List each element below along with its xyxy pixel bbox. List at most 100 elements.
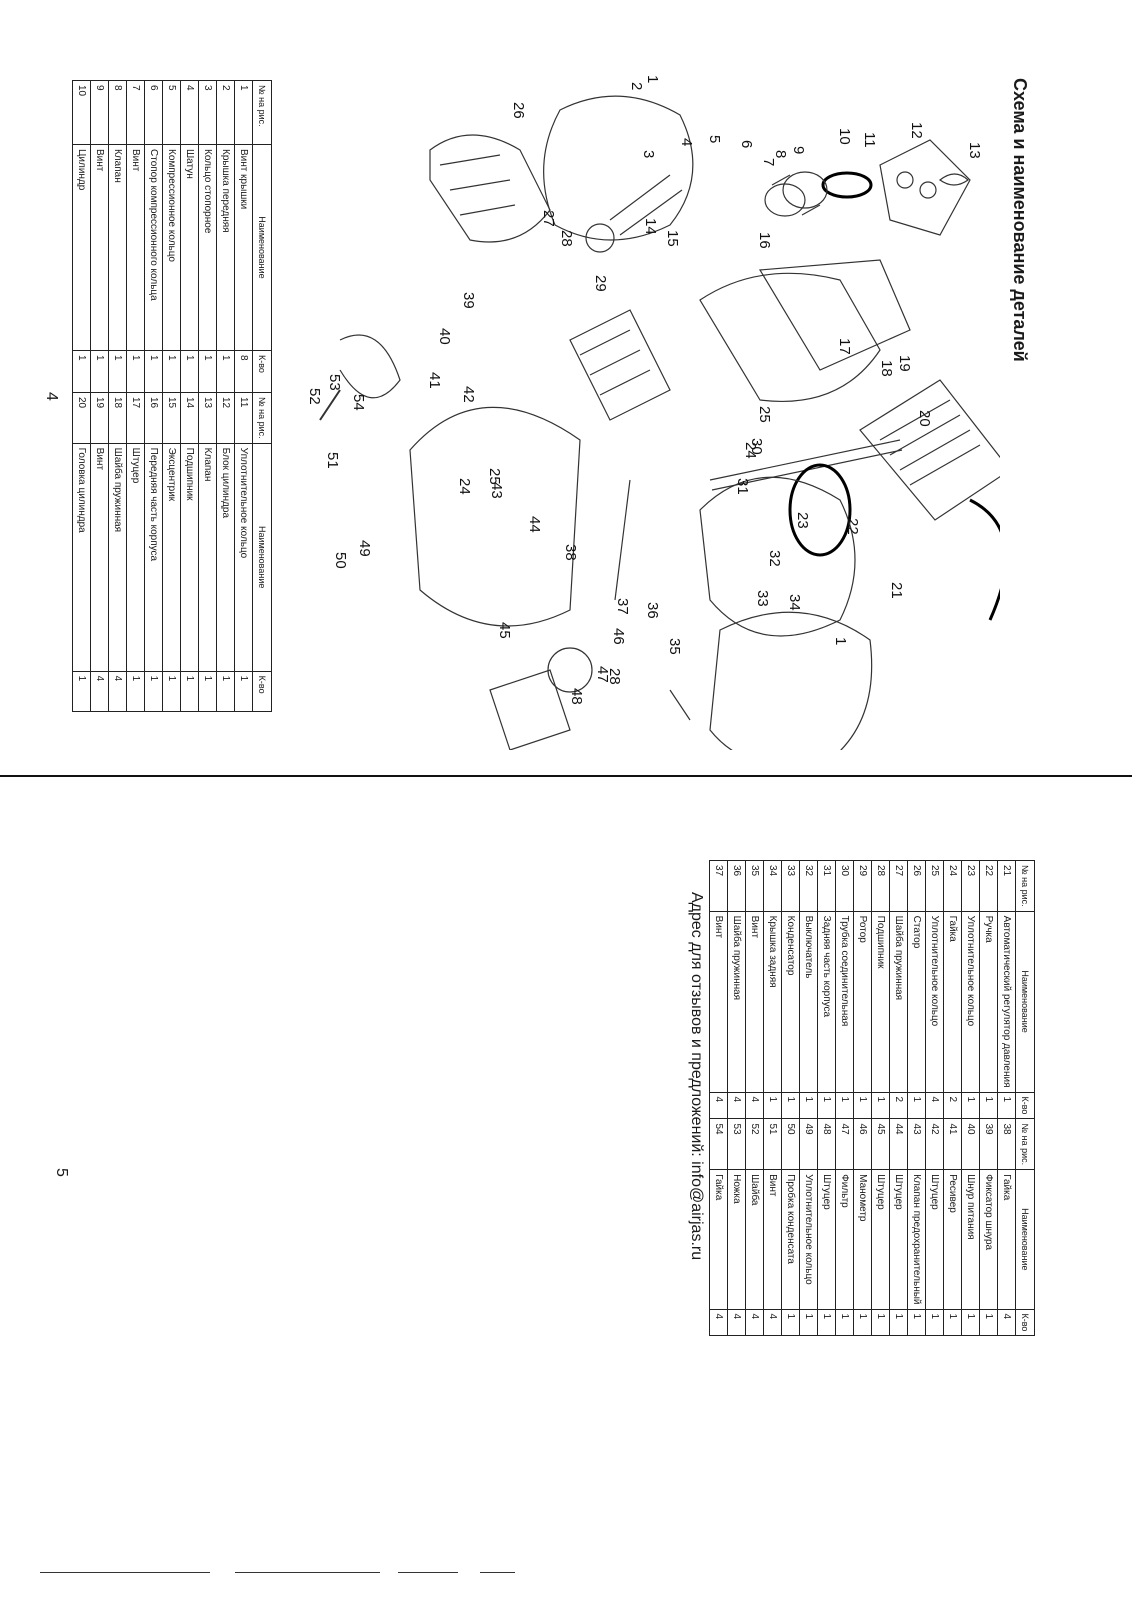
cell-num: 17 (126, 392, 145, 444)
cell-num: 40 (961, 1118, 980, 1170)
cell-name: Штуцер (871, 1169, 890, 1309)
callout-label: 22 (844, 518, 861, 535)
cell-name: Трубка соединительная (835, 911, 854, 1093)
cell-name: Гайка (709, 1169, 728, 1309)
cell-qty: 1 (781, 1309, 800, 1336)
callout-label: 28 (606, 668, 623, 685)
cell-num: 2 (216, 80, 235, 145)
cell-num: 35 (745, 860, 764, 912)
cell-name: Автоматический регулятор давления (997, 911, 1016, 1093)
callout-label: 25 (756, 406, 773, 423)
cell-num: 46 (853, 1118, 872, 1170)
cell-qty: 4 (709, 1309, 728, 1336)
cell-name: Винт (90, 144, 109, 351)
cell-num: 39 (979, 1118, 998, 1170)
valve-cap-shape (939, 173, 969, 186)
cell-name: Штуцер (925, 1169, 944, 1309)
callout-label: 19 (896, 355, 913, 372)
cell-num: 49 (799, 1118, 818, 1170)
cell-name: Крышка задняя (763, 911, 782, 1093)
cell-num: 10 (72, 80, 91, 145)
cell-qty: 1 (997, 1092, 1016, 1119)
callout-label: 31 (734, 478, 751, 495)
callout-label: 25 (486, 468, 503, 485)
cell-qty: 1 (126, 671, 145, 712)
callout-label: 53 (326, 374, 343, 391)
callout-label: 52 (306, 388, 323, 405)
callout-label: 12 (908, 122, 925, 139)
cell-qty: 1 (871, 1092, 890, 1119)
cell-qty: 2 (889, 1092, 908, 1119)
callout-label: 5 (706, 135, 723, 143)
cell-num: 4 (180, 80, 199, 145)
cell-qty: 4 (90, 671, 109, 712)
callout-label: 34 (786, 594, 803, 611)
cell-num: 22 (979, 860, 998, 912)
cell-name: Винт (763, 1169, 782, 1309)
cell-qty: 1 (234, 671, 253, 712)
cell-num: 7 (126, 80, 145, 145)
cell-qty: 4 (997, 1309, 1016, 1336)
cell-num: 15 (162, 392, 181, 444)
cell-name: Фильтр (835, 1169, 854, 1309)
cell-qty: 4 (108, 671, 127, 712)
callout-label: 30 (748, 438, 765, 455)
cell-name: Шайба пружинная (727, 911, 746, 1093)
cell-qty: 1 (799, 1092, 818, 1119)
cell-num: 32 (799, 860, 818, 912)
callout-label: 35 (666, 638, 683, 655)
cell-name: Винт (126, 144, 145, 351)
callout-label: 44 (526, 516, 543, 533)
cell-qty: 1 (889, 1309, 908, 1336)
cell-num: 28 (871, 860, 890, 912)
cell-qty: 4 (709, 1092, 728, 1119)
cell-name: Уплотнительное кольцо (925, 911, 944, 1093)
cell-num: 50 (781, 1118, 800, 1170)
column-header-name: Наименование (1015, 911, 1035, 1093)
cell-qty: 1 (108, 350, 127, 393)
cell-num: 44 (889, 1118, 908, 1170)
callout-label: 14 (642, 218, 659, 235)
cell-qty: 1 (925, 1309, 944, 1336)
cell-qty: 1 (961, 1092, 980, 1119)
cell-num: 53 (727, 1118, 746, 1170)
column-header-name: Наименование (252, 443, 272, 672)
cell-name: Клапан (108, 144, 127, 351)
cell-qty: 1 (979, 1092, 998, 1119)
cell-name: Задняя часть корпуса (817, 911, 836, 1093)
page-title: Схема и наименование деталей (1010, 78, 1030, 362)
bottom-rule (235, 1572, 380, 1573)
cell-name: Подшипник (180, 443, 199, 672)
cell-name: Кольцо стопорное (198, 144, 217, 351)
cell-qty: 2 (943, 1092, 962, 1119)
cell-name: Гайка (943, 911, 962, 1093)
callout-label: 36 (644, 602, 661, 619)
cell-name: Шайба (745, 1169, 764, 1309)
callout-label: 47 (594, 666, 611, 683)
cylinder-head-plate-shape (879, 139, 971, 236)
cell-num: 51 (763, 1118, 782, 1170)
cell-num: 31 (817, 860, 836, 912)
cell-num: 38 (997, 1118, 1016, 1170)
cell-name: Штуцер (817, 1169, 836, 1309)
cell-qty: 1 (817, 1092, 836, 1119)
callout-label: 15 (664, 230, 681, 247)
cell-qty: 1 (853, 1092, 872, 1119)
cell-name: Винт (90, 443, 109, 672)
cell-qty: 1 (180, 671, 199, 712)
callout-label: 41 (426, 372, 443, 389)
cell-num: 54 (709, 1118, 728, 1170)
cell-name: Шайба пружинная (889, 911, 908, 1093)
cell-num: 25 (925, 860, 944, 912)
cell-num: 3 (198, 80, 217, 145)
cell-name: Шайба пружинная (108, 443, 127, 672)
column-header-num: № на рис. (1015, 860, 1035, 912)
